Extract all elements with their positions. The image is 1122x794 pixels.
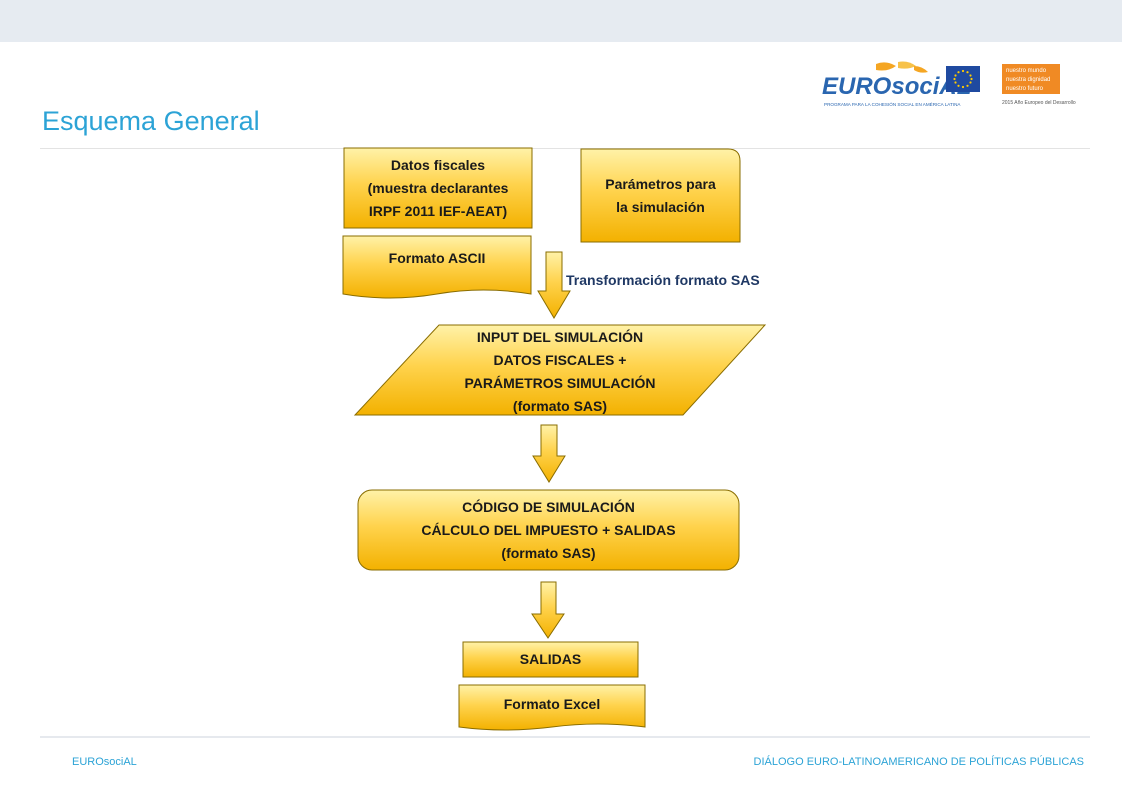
- node-datos-fiscales: Datos fiscales (muestra declarantes IRPF…: [367, 156, 509, 219]
- node-input-shape: [353, 324, 767, 416]
- arrow-input-codigo: [532, 424, 566, 483]
- node-input: INPUT DEL SIMULACIÓN DATOS FISCALES + PA…: [464, 329, 656, 414]
- node-formato-excel: Formato Excel: [503, 695, 601, 712]
- edge-label-transformacion: Transformación formato SAS: [566, 272, 760, 288]
- node-formato-ascii-shape: [342, 235, 532, 299]
- year-badge-line-1: nuestro mundo: [1006, 68, 1047, 74]
- top-bar: [0, 0, 1122, 42]
- year-caption: 2015 Año Europeo del Desarrollo: [1002, 100, 1076, 106]
- page-title: Esquema General: [42, 106, 260, 136]
- footer-program: DIÁLOGO EURO-LATINOAMERICANO DE POLÍTICA…: [753, 756, 1084, 768]
- node-datos-fiscales-shape: [343, 147, 533, 229]
- divider-top: [40, 148, 1090, 149]
- node-parametros: Parámetros para la simulación: [605, 175, 716, 215]
- node-parametros-shape: [580, 148, 741, 243]
- node-formato-ascii: Formato ASCII: [388, 249, 486, 266]
- divider-bottom: [40, 736, 1090, 738]
- eu-flag-icon: [946, 66, 980, 92]
- node-codigo-shape: [357, 489, 740, 571]
- node-formato-excel-shape: [458, 684, 646, 731]
- year-badge-line-3: nuestro futuro: [1006, 86, 1044, 92]
- node-salidas-shape: [462, 641, 639, 678]
- year-badge-line-2: nuestra dignidad: [1006, 77, 1050, 83]
- node-codigo: CÓDIGO DE SIMULACIÓN CÁLCULO DEL IMPUEST…: [421, 498, 676, 561]
- eurosocial-tagline: PROGRAMA PARA LA COHESIÓN SOCIAL EN AMÉR…: [824, 101, 961, 107]
- node-salidas: SALIDAS: [519, 651, 582, 667]
- year-2015-logo: nuestro mundo nuestra dignidad nuestro f…: [1002, 64, 1076, 106]
- arrow-transformacion: [537, 251, 571, 319]
- footer-brand: EUROsociAL: [72, 756, 137, 768]
- arrow-codigo-salidas: [531, 581, 565, 639]
